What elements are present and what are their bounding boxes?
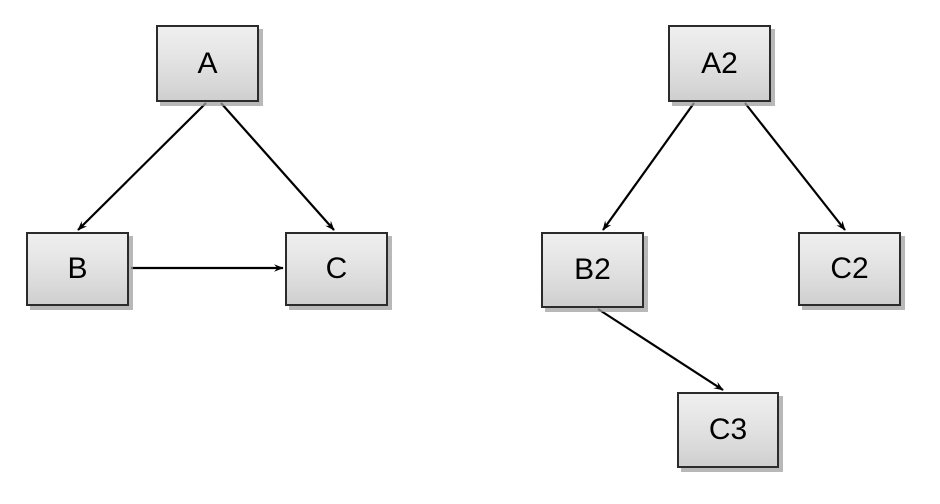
- node-label: C: [325, 252, 348, 285]
- node-c2[interactable]: C2: [798, 232, 901, 306]
- edge-a2-to-b2: [602, 102, 695, 231]
- node-label: A: [197, 46, 218, 80]
- node-label: A2: [701, 46, 738, 80]
- node-label: C2: [830, 252, 869, 285]
- node-b2[interactable]: B2: [541, 232, 644, 308]
- node-label: B: [67, 252, 88, 285]
- node-c3[interactable]: C3: [677, 392, 779, 468]
- edge-b2-to-c3: [597, 308, 724, 391]
- edge-a2-to-c2: [744, 102, 846, 231]
- node-b[interactable]: B: [26, 232, 129, 306]
- edge-a-to-b: [77, 102, 207, 231]
- node-a[interactable]: A: [156, 25, 259, 102]
- node-label: C3: [708, 413, 748, 446]
- node-a2[interactable]: A2: [668, 25, 771, 102]
- node-label: B2: [574, 253, 611, 286]
- edge-a-to-c: [220, 102, 335, 231]
- node-c[interactable]: C: [285, 232, 388, 306]
